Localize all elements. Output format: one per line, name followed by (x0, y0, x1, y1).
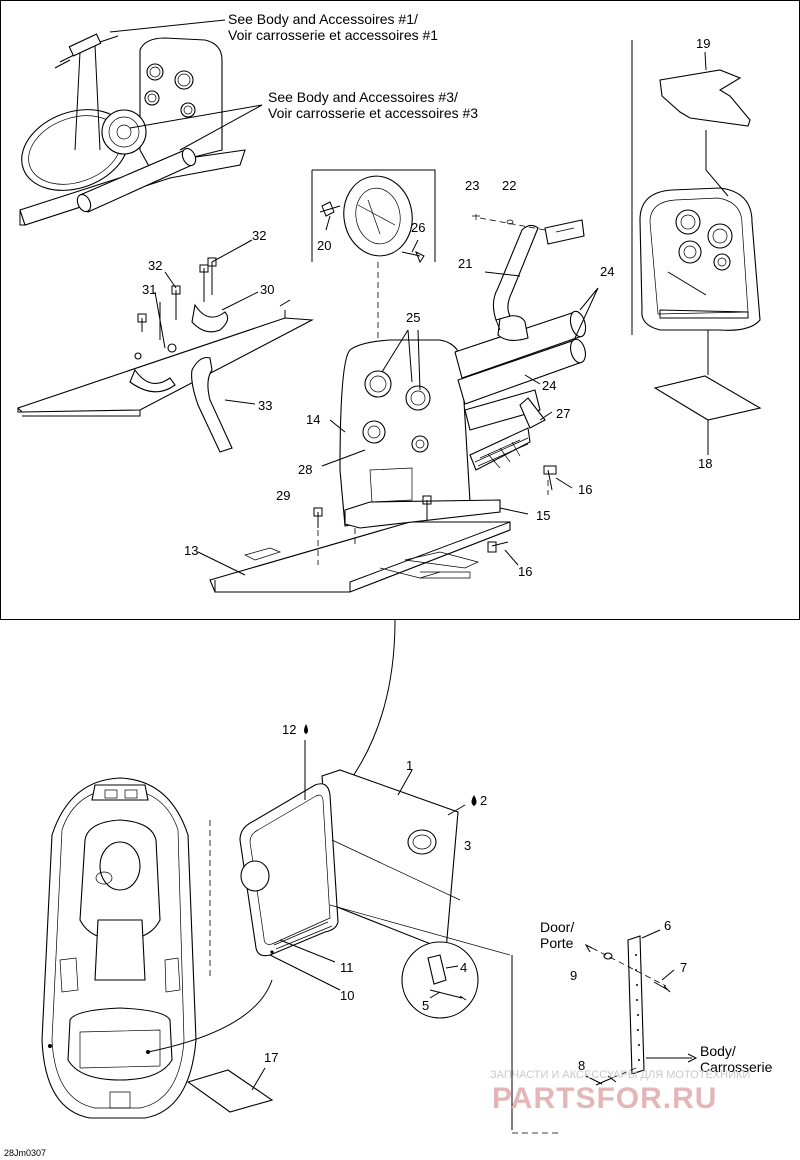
ref-door-line2: Porte (540, 935, 574, 951)
ref-body-acc-3-line1: See Body and Accessoires #3/ (268, 89, 458, 105)
callout-33: 33 (258, 398, 272, 413)
reference-assembly (19, 19, 263, 226)
callout-5: 5 (422, 998, 429, 1013)
hull-top-view (41, 777, 197, 1119)
callout-12: 12 (282, 722, 296, 737)
callout-6: 6 (664, 918, 671, 933)
drop-icon (471, 795, 477, 806)
callout-30: 30 (260, 282, 274, 297)
callout-16-a: 16 (578, 482, 592, 497)
latch-detail (401, 941, 479, 1019)
callout-23: 23 (465, 178, 479, 193)
ref-body-acc-3-line2: Voir carrosserie et accessoires #3 (268, 105, 478, 121)
callout-32-b: 32 (252, 228, 266, 243)
callout-4: 4 (460, 960, 467, 975)
callout-8: 8 (578, 1058, 585, 1073)
callout-32-a: 32 (148, 258, 162, 273)
callout-25: 25 (406, 310, 420, 325)
callout-13: 13 (184, 543, 198, 558)
ref-body-line2: Carrosserie (700, 1059, 773, 1075)
callout-24-a: 24 (600, 264, 614, 279)
callout-31: 31 (142, 282, 156, 297)
callout-22: 22 (502, 178, 516, 193)
callout-16-b: 16 (518, 564, 532, 579)
callout-19: 19 (696, 36, 710, 51)
drop-icon (304, 724, 308, 734)
callout-20: 20 (317, 238, 331, 253)
callout-28: 28 (298, 462, 312, 477)
door-assembly (239, 740, 511, 991)
latch-strip (584, 929, 698, 1086)
main-assembly (197, 214, 599, 593)
callout-27: 27 (556, 406, 570, 421)
callout-2: 2 (480, 793, 487, 808)
callout-3: 3 (464, 838, 471, 853)
bracket-assembly (16, 239, 314, 453)
callout-1: 1 (406, 758, 413, 773)
callout-15: 15 (536, 508, 550, 523)
ref-body-line1: Body/ (700, 1043, 736, 1059)
watermark-tagline: ЗАПЧАСТИ И АКСЕССУАРЫ ДЛЯ МОТОТЕХНИКИ (490, 1069, 750, 1081)
storage-panel-detail (631, 40, 762, 455)
callout-29: 29 (276, 488, 290, 503)
watermark-logo: PARTSFOR.RU (492, 1082, 717, 1115)
detail-box (311, 169, 436, 360)
callout-9: 9 (570, 968, 577, 983)
ref-door-line1: Door/ (540, 919, 574, 935)
callout-17: 17 (264, 1050, 278, 1065)
ref-body-acc-1-line2: Voir carrosserie et accessoires #1 (228, 27, 438, 43)
callout-7: 7 (680, 960, 687, 975)
callout-24-b: 24 (542, 378, 556, 393)
drawing-code: 28Jm0307 (4, 1148, 46, 1158)
pad-17 (186, 1067, 274, 1113)
callout-26: 26 (411, 220, 425, 235)
callout-11: 11 (340, 960, 354, 975)
callout-21: 21 (458, 256, 472, 271)
ref-body-acc-1-line1: See Body and Accessoires #1/ (228, 11, 418, 27)
callout-18: 18 (698, 456, 712, 471)
callout-10: 10 (340, 988, 354, 1003)
callout-14: 14 (306, 412, 320, 427)
